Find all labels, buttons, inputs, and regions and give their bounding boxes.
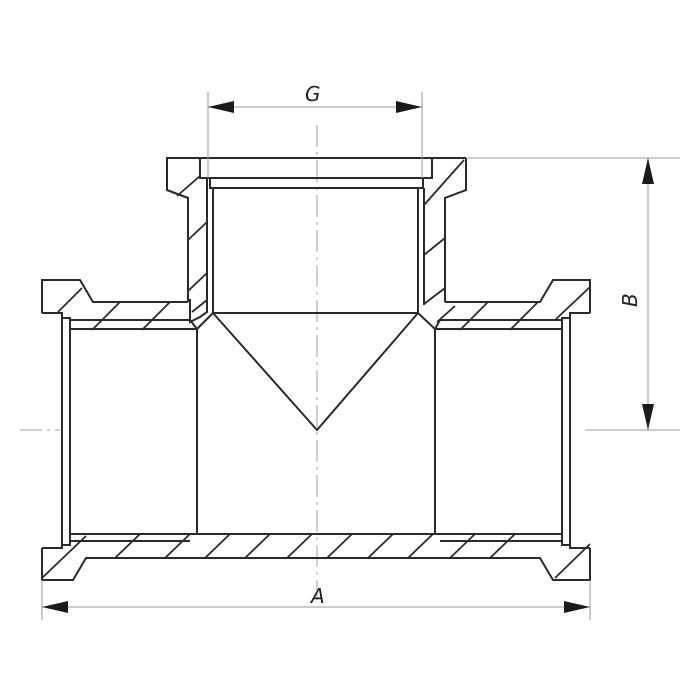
dimension-label-b: B (618, 293, 642, 307)
dimension-label-a: A (309, 584, 325, 608)
dimension-b: B (466, 157, 680, 431)
main-run-section (41, 279, 591, 581)
center-lines (20, 125, 610, 600)
dimension-label-g: G (305, 82, 321, 106)
dimension-g: G (207, 82, 423, 178)
dimension-a: A (41, 580, 591, 620)
top-branch-section (166, 157, 467, 432)
